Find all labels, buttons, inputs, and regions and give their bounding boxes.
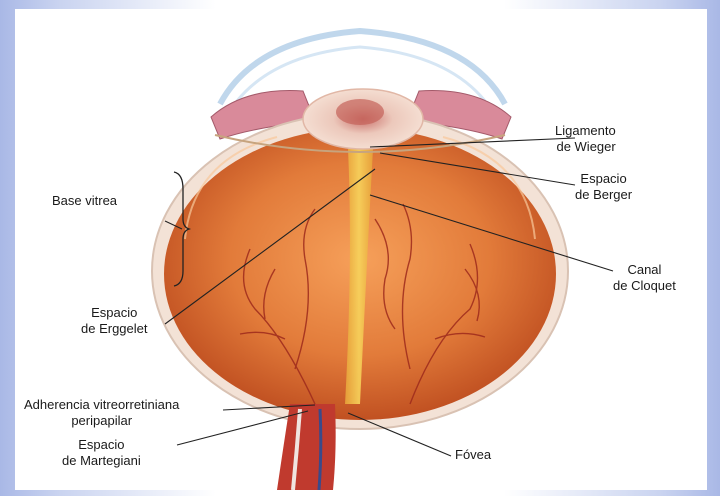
label-base-vitrea: Base vitrea	[52, 193, 117, 209]
label-erggelet-line-2: de Erggelet	[81, 321, 148, 337]
label-ligamento-line-1: Ligamento	[555, 123, 616, 139]
label-erggelet-line-1: Espacio	[81, 305, 148, 321]
label-berger-line-2: de Berger	[575, 187, 632, 203]
lens-nucleus	[336, 99, 384, 125]
label-espacio-de-martegiani: Espacio de Martegiani	[62, 437, 141, 469]
label-canal-line-2: de Cloquet	[613, 278, 676, 294]
label-espacio-de-berger: Espacio de Berger	[575, 171, 632, 203]
label-ligamento-de-wieger: Ligamento de Wieger	[555, 123, 616, 155]
label-canal-line-1: Canal	[613, 262, 676, 278]
label-fovea: Fóvea	[455, 447, 491, 463]
optic-nerve-vessel-2	[319, 409, 321, 490]
label-martegiani-line-1: Espacio	[62, 437, 141, 453]
label-adherencia-line-1: Adherencia vitreorretiniana	[24, 397, 179, 413]
label-ligamento-line-2: de Wieger	[555, 139, 616, 155]
label-espacio-de-erggelet: Espacio de Erggelet	[81, 305, 148, 337]
label-adherencia-vitreorretiniana: Adherencia vitreorretiniana peripapilar	[24, 397, 179, 429]
label-adherencia-line-2: peripapilar	[24, 413, 179, 429]
diagram-canvas: Ligamento de Wieger Espacio de Berger Ba…	[15, 9, 707, 490]
label-berger-line-1: Espacio	[575, 171, 632, 187]
label-canal-de-cloquet: Canal de Cloquet	[613, 262, 676, 294]
label-martegiani-line-2: de Martegiani	[62, 453, 141, 469]
